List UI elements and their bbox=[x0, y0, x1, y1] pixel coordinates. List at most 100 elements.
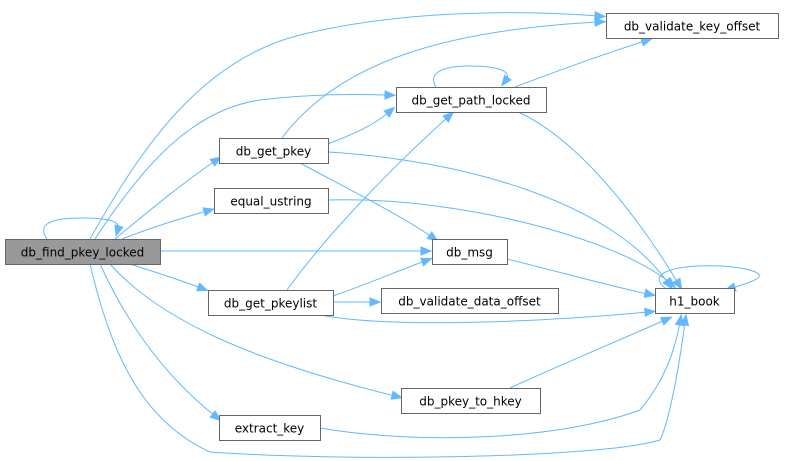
node-label: equal_ustring bbox=[230, 195, 311, 209]
arrowhead-icon bbox=[369, 297, 382, 307]
arrowhead-icon bbox=[202, 207, 216, 217]
edge-line bbox=[319, 321, 681, 439]
arrowhead-icon bbox=[209, 410, 222, 422]
node-extract-key[interactable]: extract_key bbox=[219, 415, 321, 441]
edge-db-get-path-locked-to-db-get-path-locked bbox=[433, 65, 512, 88]
edge-db-get-pkeylist-to-db-get-path-locked bbox=[286, 111, 455, 291]
node-label: db_get_path_locked bbox=[411, 94, 530, 108]
arrowhead-icon bbox=[640, 37, 653, 47]
edge-line bbox=[129, 263, 202, 289]
node-label: db_validate_key_offset bbox=[624, 20, 761, 34]
edge-db-get-pkey-to-db-validate-key-offset bbox=[281, 17, 607, 139]
node-db-validate-data-offset[interactable]: db_validate_data_offset bbox=[381, 288, 559, 314]
edge-line bbox=[99, 263, 216, 417]
node-db-get-path-locked[interactable]: db_get_path_locked bbox=[396, 87, 547, 113]
node-label: h1_book bbox=[669, 295, 720, 309]
arrowhead-icon bbox=[420, 257, 433, 267]
node-box bbox=[606, 13, 779, 39]
edge-line bbox=[509, 319, 666, 389]
nodes-layer: db_find_pkey_locked db_validate_key_offse… bbox=[5, 13, 779, 441]
edge-db-get-pkeylist-to-db-msg bbox=[332, 257, 433, 297]
edge-line bbox=[121, 210, 208, 240]
edge-line bbox=[114, 160, 216, 240]
edge-line bbox=[89, 12, 599, 240]
edges-layer bbox=[43, 11, 760, 458]
arrowhead-icon bbox=[442, 111, 455, 123]
node-db-get-pkey[interactable]: db_get_pkey bbox=[219, 138, 329, 164]
arrowhead-icon bbox=[114, 224, 124, 238]
edge-equal-ustring-to-h1-book bbox=[327, 199, 677, 289]
edge-db-find-pkey-locked-to-db-validate-key-offset bbox=[89, 11, 607, 240]
edge-line bbox=[94, 94, 389, 240]
node-label: db_msg bbox=[446, 246, 493, 260]
arrowhead-icon bbox=[672, 277, 683, 291]
edge-line bbox=[658, 265, 760, 289]
node-equal-ustring[interactable]: equal_ustring bbox=[214, 188, 329, 214]
edge-line bbox=[281, 21, 599, 139]
edge-line bbox=[514, 40, 646, 88]
node-label: db_get_pkeylist bbox=[224, 297, 317, 311]
node-db-find-pkey-locked[interactable]: db_find_pkey_locked bbox=[5, 239, 161, 265]
edge-line bbox=[43, 217, 119, 240]
arrowhead-icon bbox=[209, 156, 222, 167]
node-db-msg[interactable]: db_msg bbox=[432, 239, 508, 265]
node-label: db_pkey_to_hkey bbox=[419, 395, 522, 409]
edge-db-find-pkey-locked-to-db-msg bbox=[160, 246, 433, 256]
arrowhead-icon bbox=[644, 307, 657, 318]
node-box bbox=[396, 87, 547, 113]
node-box bbox=[655, 288, 735, 314]
node-label: db_validate_data_offset bbox=[398, 295, 541, 309]
arrowhead-icon bbox=[384, 90, 397, 100]
node-label: db_get_pkey bbox=[236, 145, 312, 159]
edge-db-get-path-locked-to-h1-book bbox=[517, 111, 683, 291]
edge-db-get-pkey-to-h1-book bbox=[327, 151, 673, 290]
node-db-validate-key-offset[interactable]: db_validate_key_offset bbox=[606, 13, 779, 39]
edge-db-find-pkey-locked-to-db-find-pkey-locked bbox=[43, 217, 124, 240]
arrowhead-icon bbox=[500, 74, 512, 87]
arrowhead-icon bbox=[674, 313, 685, 327]
edge-line bbox=[89, 263, 686, 458]
edge-db-find-pkey-locked-to-db-pkey-to-hkey bbox=[109, 263, 404, 400]
node-box bbox=[5, 239, 161, 265]
edge-db-msg-to-h1-book bbox=[506, 258, 657, 298]
arrowhead-icon bbox=[664, 277, 677, 289]
edge-line bbox=[327, 199, 671, 284]
edge-line bbox=[299, 162, 433, 238]
edge-db-get-pkeylist-to-db-validate-data-offset bbox=[333, 297, 382, 307]
arrowhead-icon bbox=[383, 106, 396, 118]
edge-line bbox=[319, 311, 649, 324]
arrowhead-icon bbox=[420, 246, 433, 256]
edge-db-get-pkeylist-to-h1-book bbox=[319, 307, 657, 324]
node-box bbox=[219, 415, 321, 441]
edge-line bbox=[433, 65, 508, 88]
edge-line bbox=[517, 111, 679, 284]
node-box bbox=[208, 290, 334, 316]
node-box bbox=[401, 388, 541, 414]
edge-db-find-pkey-locked-to-equal-ustring bbox=[121, 207, 216, 240]
edge-line bbox=[327, 111, 390, 145]
edge-db-find-pkey-locked-to-db-get-path-locked bbox=[94, 90, 397, 240]
edge-db-find-pkey-locked-to-db-get-pkeylist bbox=[129, 263, 209, 292]
node-box bbox=[214, 188, 329, 214]
arrowhead-icon bbox=[196, 282, 209, 292]
node-db-pkey-to-hkey[interactable]: db_pkey_to_hkey bbox=[401, 388, 541, 414]
edge-db-get-pkey-to-db-get-path-locked bbox=[327, 106, 396, 145]
node-db-get-pkeylist[interactable]: db_get_pkeylist bbox=[208, 290, 334, 316]
edge-extract-key-to-h1-book bbox=[319, 313, 685, 439]
node-h1-book[interactable]: h1_book bbox=[655, 288, 735, 314]
arrowhead-icon bbox=[594, 17, 607, 27]
node-box bbox=[381, 288, 559, 314]
edge-line bbox=[332, 260, 426, 297]
node-label: db_find_pkey_locked bbox=[21, 246, 144, 260]
edge-line bbox=[286, 116, 449, 291]
edge-line bbox=[109, 263, 396, 397]
edge-line bbox=[506, 258, 649, 295]
edge-db-find-pkey-locked-to-db-get-pkey bbox=[114, 156, 222, 240]
edge-db-find-pkey-locked-to-extract-key bbox=[99, 263, 222, 422]
arrowhead-icon bbox=[659, 316, 673, 326]
edge-line bbox=[327, 151, 669, 284]
node-box bbox=[219, 138, 329, 164]
arrowhead-icon bbox=[390, 390, 404, 400]
arrowhead-icon bbox=[594, 11, 607, 21]
